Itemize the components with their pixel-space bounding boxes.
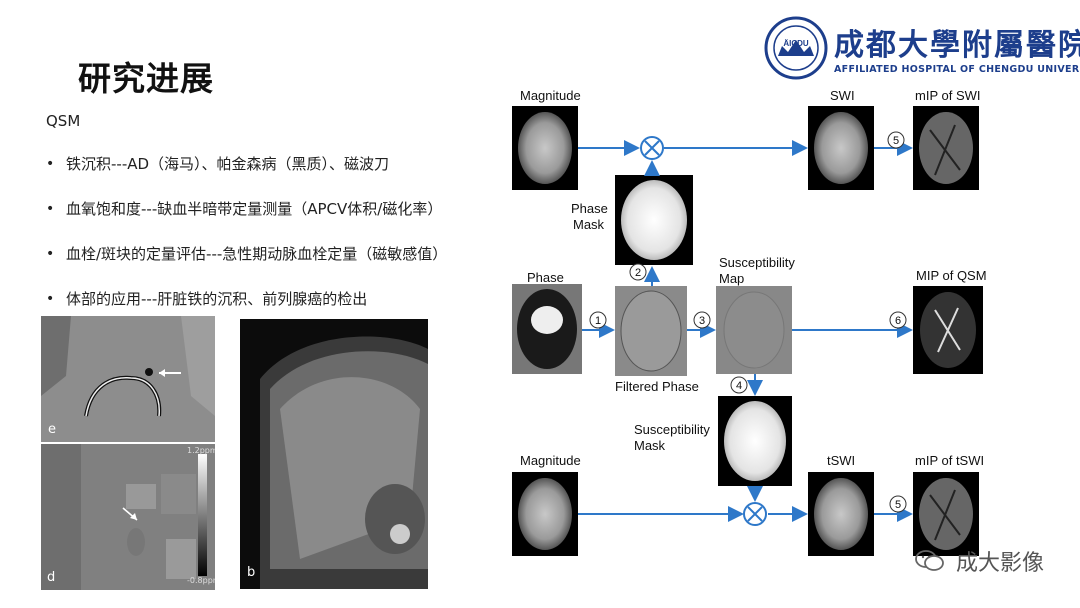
step-label: 5: [893, 135, 899, 147]
bullet-list: • 铁沉积---AD（海马）、帕金森病（黑质）、磁波刀 • 血氧饱和度---缺血半暗…: [44, 148, 447, 328]
bullet-dot: •: [46, 291, 55, 307]
logo-badge-text: ÄICDU: [783, 39, 809, 48]
step-circle-5-bottom: [889, 495, 907, 513]
phase-mask-image: [615, 175, 693, 265]
mip-tswi-image: [913, 472, 979, 556]
step-label: 2: [635, 267, 641, 279]
susceptibility-map-image: [716, 286, 792, 374]
slide-title: 研究进展: [78, 59, 214, 98]
tswi-image: [808, 472, 874, 556]
bullet-item: • 体部的应用---肝脏铁的沉积、前列腺癌的检出: [44, 283, 447, 315]
bullet-dot: •: [46, 156, 55, 172]
label-phase-mask-1: Phase: [571, 201, 608, 216]
label-magnitude-top: Magnitude: [520, 88, 581, 103]
filtered-phase-image: [615, 286, 687, 376]
label-phase-mask-2: Mask: [573, 217, 605, 232]
label-susc-map-1: Susceptibility: [719, 255, 795, 270]
bullet-text: 血氧饱和度---缺血半暗带定量测量（APCV体积/磁化率）: [66, 200, 443, 218]
label-susc-mask-1: Susceptibility: [634, 422, 710, 437]
label-magnitude-bottom: Magnitude: [520, 453, 581, 468]
label-tswi: tSWI: [827, 453, 855, 468]
step-label: 3: [699, 315, 705, 327]
mri-panel-e: e: [41, 316, 215, 442]
watermark: 成大影像: [915, 545, 1044, 579]
scale-max-label: 1.2ppm: [187, 446, 215, 455]
label-mip-swi: mIP of SWI: [915, 88, 981, 103]
step-circle-1: [589, 311, 607, 329]
mri-panel-b: b: [240, 319, 428, 589]
bullet-text: 体部的应用---肝脏铁的沉积、前列腺癌的检出: [66, 290, 368, 308]
wechat-icon: [915, 549, 945, 579]
bullet-item: • 血栓/斑块的定量评估---急性期动脉血栓定量（磁敏感值）: [44, 238, 447, 270]
watermark-text: 成大影像: [955, 551, 1044, 576]
mri-panel-b-image: [240, 319, 428, 589]
bullet-text: 铁沉积---AD（海马）、帕金森病（黑质）、磁波刀: [66, 155, 390, 173]
mip-qsm-image: [913, 286, 983, 374]
panel-label-b: b: [247, 565, 256, 580]
bullet-dot: •: [46, 201, 55, 217]
panel-label-d: d: [47, 570, 56, 585]
step-circle-2: [629, 263, 647, 281]
label-mip-tswi: mIP of tSWI: [915, 453, 984, 468]
step-circle-6: [889, 311, 907, 329]
step-label: 6: [895, 315, 901, 327]
phase-image: [512, 284, 582, 374]
step-label: 5: [895, 499, 901, 511]
label-swi: SWI: [830, 88, 855, 103]
panel-label-e: e: [48, 422, 56, 437]
label-susc-mask-2: Mask: [634, 438, 666, 453]
mri-panel-d: 1.2ppm -0.8ppm d: [41, 444, 215, 590]
step-label: 1: [595, 315, 601, 327]
step-circle-3: [693, 311, 711, 329]
magnitude-bottom-image: [512, 472, 578, 556]
swi-qsm-flow-diagram: 5 2 1 3 6 4 5 Magnitude SWI mIP of SWI P…: [512, 88, 987, 556]
hospital-logo: ÄICDU 成都大學附屬醫院 AFFILIATED HOSPITAL OF CH…: [764, 14, 1080, 84]
logo-chinese-name: 成都大學附屬醫院: [834, 28, 1080, 63]
susceptibility-mask-image: [718, 396, 792, 486]
label-filtered-phase: Filtered Phase: [615, 379, 699, 394]
step-label: 4: [736, 380, 742, 392]
mip-swi-image: [913, 106, 979, 190]
step-circle-5-top: [887, 131, 905, 149]
label-susc-map-2: Map: [719, 271, 744, 286]
hospital-seal-icon: ÄICDU: [764, 16, 828, 80]
logo-english-name: AFFILIATED HOSPITAL OF CHENGDU UNIVERSIT…: [834, 64, 1080, 75]
multiply-operator-top: [640, 136, 664, 160]
swi-image: [808, 106, 874, 190]
mri-panel-d-image: [41, 444, 215, 590]
magnitude-top-image: [512, 106, 578, 190]
label-mip-qsm: MIP of QSM: [916, 268, 987, 283]
multiply-operator-bottom: [743, 502, 767, 526]
bullet-text: 血栓/斑块的定量评估---急性期动脉血栓定量（磁敏感值）: [66, 245, 448, 263]
scale-min-label: -0.8ppm: [187, 576, 215, 585]
bullet-item: • 血氧饱和度---缺血半暗带定量测量（APCV体积/磁化率）: [44, 193, 447, 225]
slide-subtitle: QSM: [46, 112, 81, 130]
bullet-item: • 铁沉积---AD（海马）、帕金森病（黑质）、磁波刀: [44, 148, 447, 180]
step-circle-4: [730, 376, 748, 394]
mri-panel-e-image: [41, 316, 215, 442]
label-phase: Phase: [527, 270, 564, 285]
bullet-dot: •: [46, 246, 55, 262]
